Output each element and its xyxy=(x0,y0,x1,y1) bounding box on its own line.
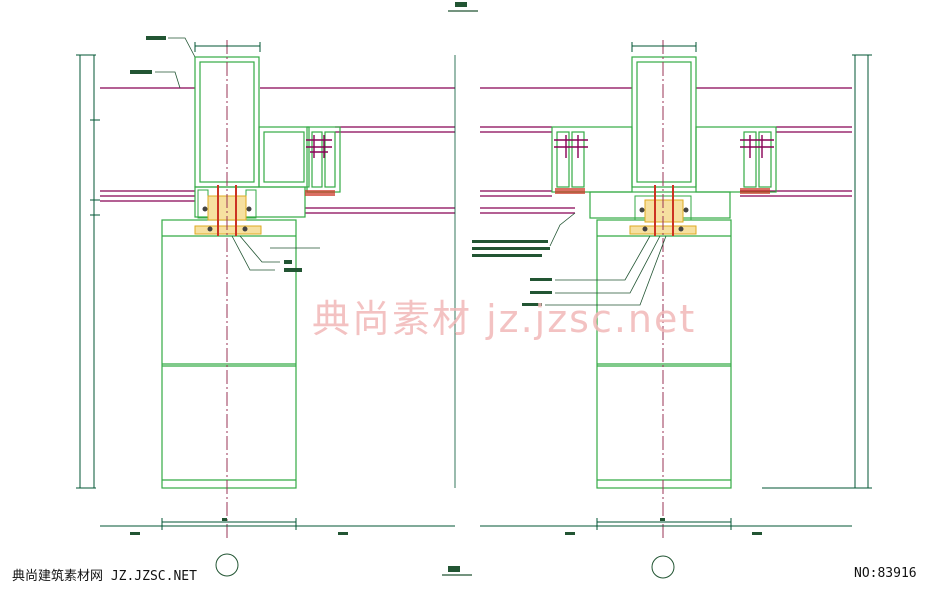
right-floor-beams xyxy=(480,87,852,214)
left-section-marker xyxy=(215,553,239,577)
right-sash-profiles xyxy=(554,135,774,158)
left-callout-marks xyxy=(130,36,302,272)
left-joint-detail xyxy=(194,185,335,236)
left-sash-profile xyxy=(306,135,332,158)
right-section-detail xyxy=(472,40,872,579)
right-bottom-dimension xyxy=(480,518,852,530)
left-section-detail xyxy=(76,36,456,577)
left-leaders xyxy=(155,37,320,271)
right-mullion xyxy=(631,56,697,188)
right-top-dimension xyxy=(631,42,697,52)
left-transom xyxy=(258,126,341,193)
drawing-number: NO:83916 xyxy=(854,566,917,581)
right-leaders xyxy=(545,212,667,306)
watermark: 典尚素材 jz.jzsc.net xyxy=(312,297,697,341)
source-caption: 典尚建筑素材网 JZ.JZSC.NET xyxy=(12,569,197,584)
right-section-marker xyxy=(651,555,675,579)
left-top-dimension xyxy=(194,42,261,52)
left-bottom-dimension xyxy=(100,518,455,530)
right-bottom-dim-marks xyxy=(565,518,762,535)
left-bottom-dim-marks xyxy=(130,518,348,535)
right-transoms xyxy=(551,126,777,193)
left-lower-frame xyxy=(161,186,306,489)
left-dimension-chain xyxy=(76,54,100,489)
right-dimension-chain xyxy=(762,54,872,489)
left-floor-beams xyxy=(100,87,455,214)
right-callout-marks xyxy=(472,240,552,306)
top-title-mark xyxy=(448,2,478,12)
bottom-title-mark xyxy=(442,566,472,576)
